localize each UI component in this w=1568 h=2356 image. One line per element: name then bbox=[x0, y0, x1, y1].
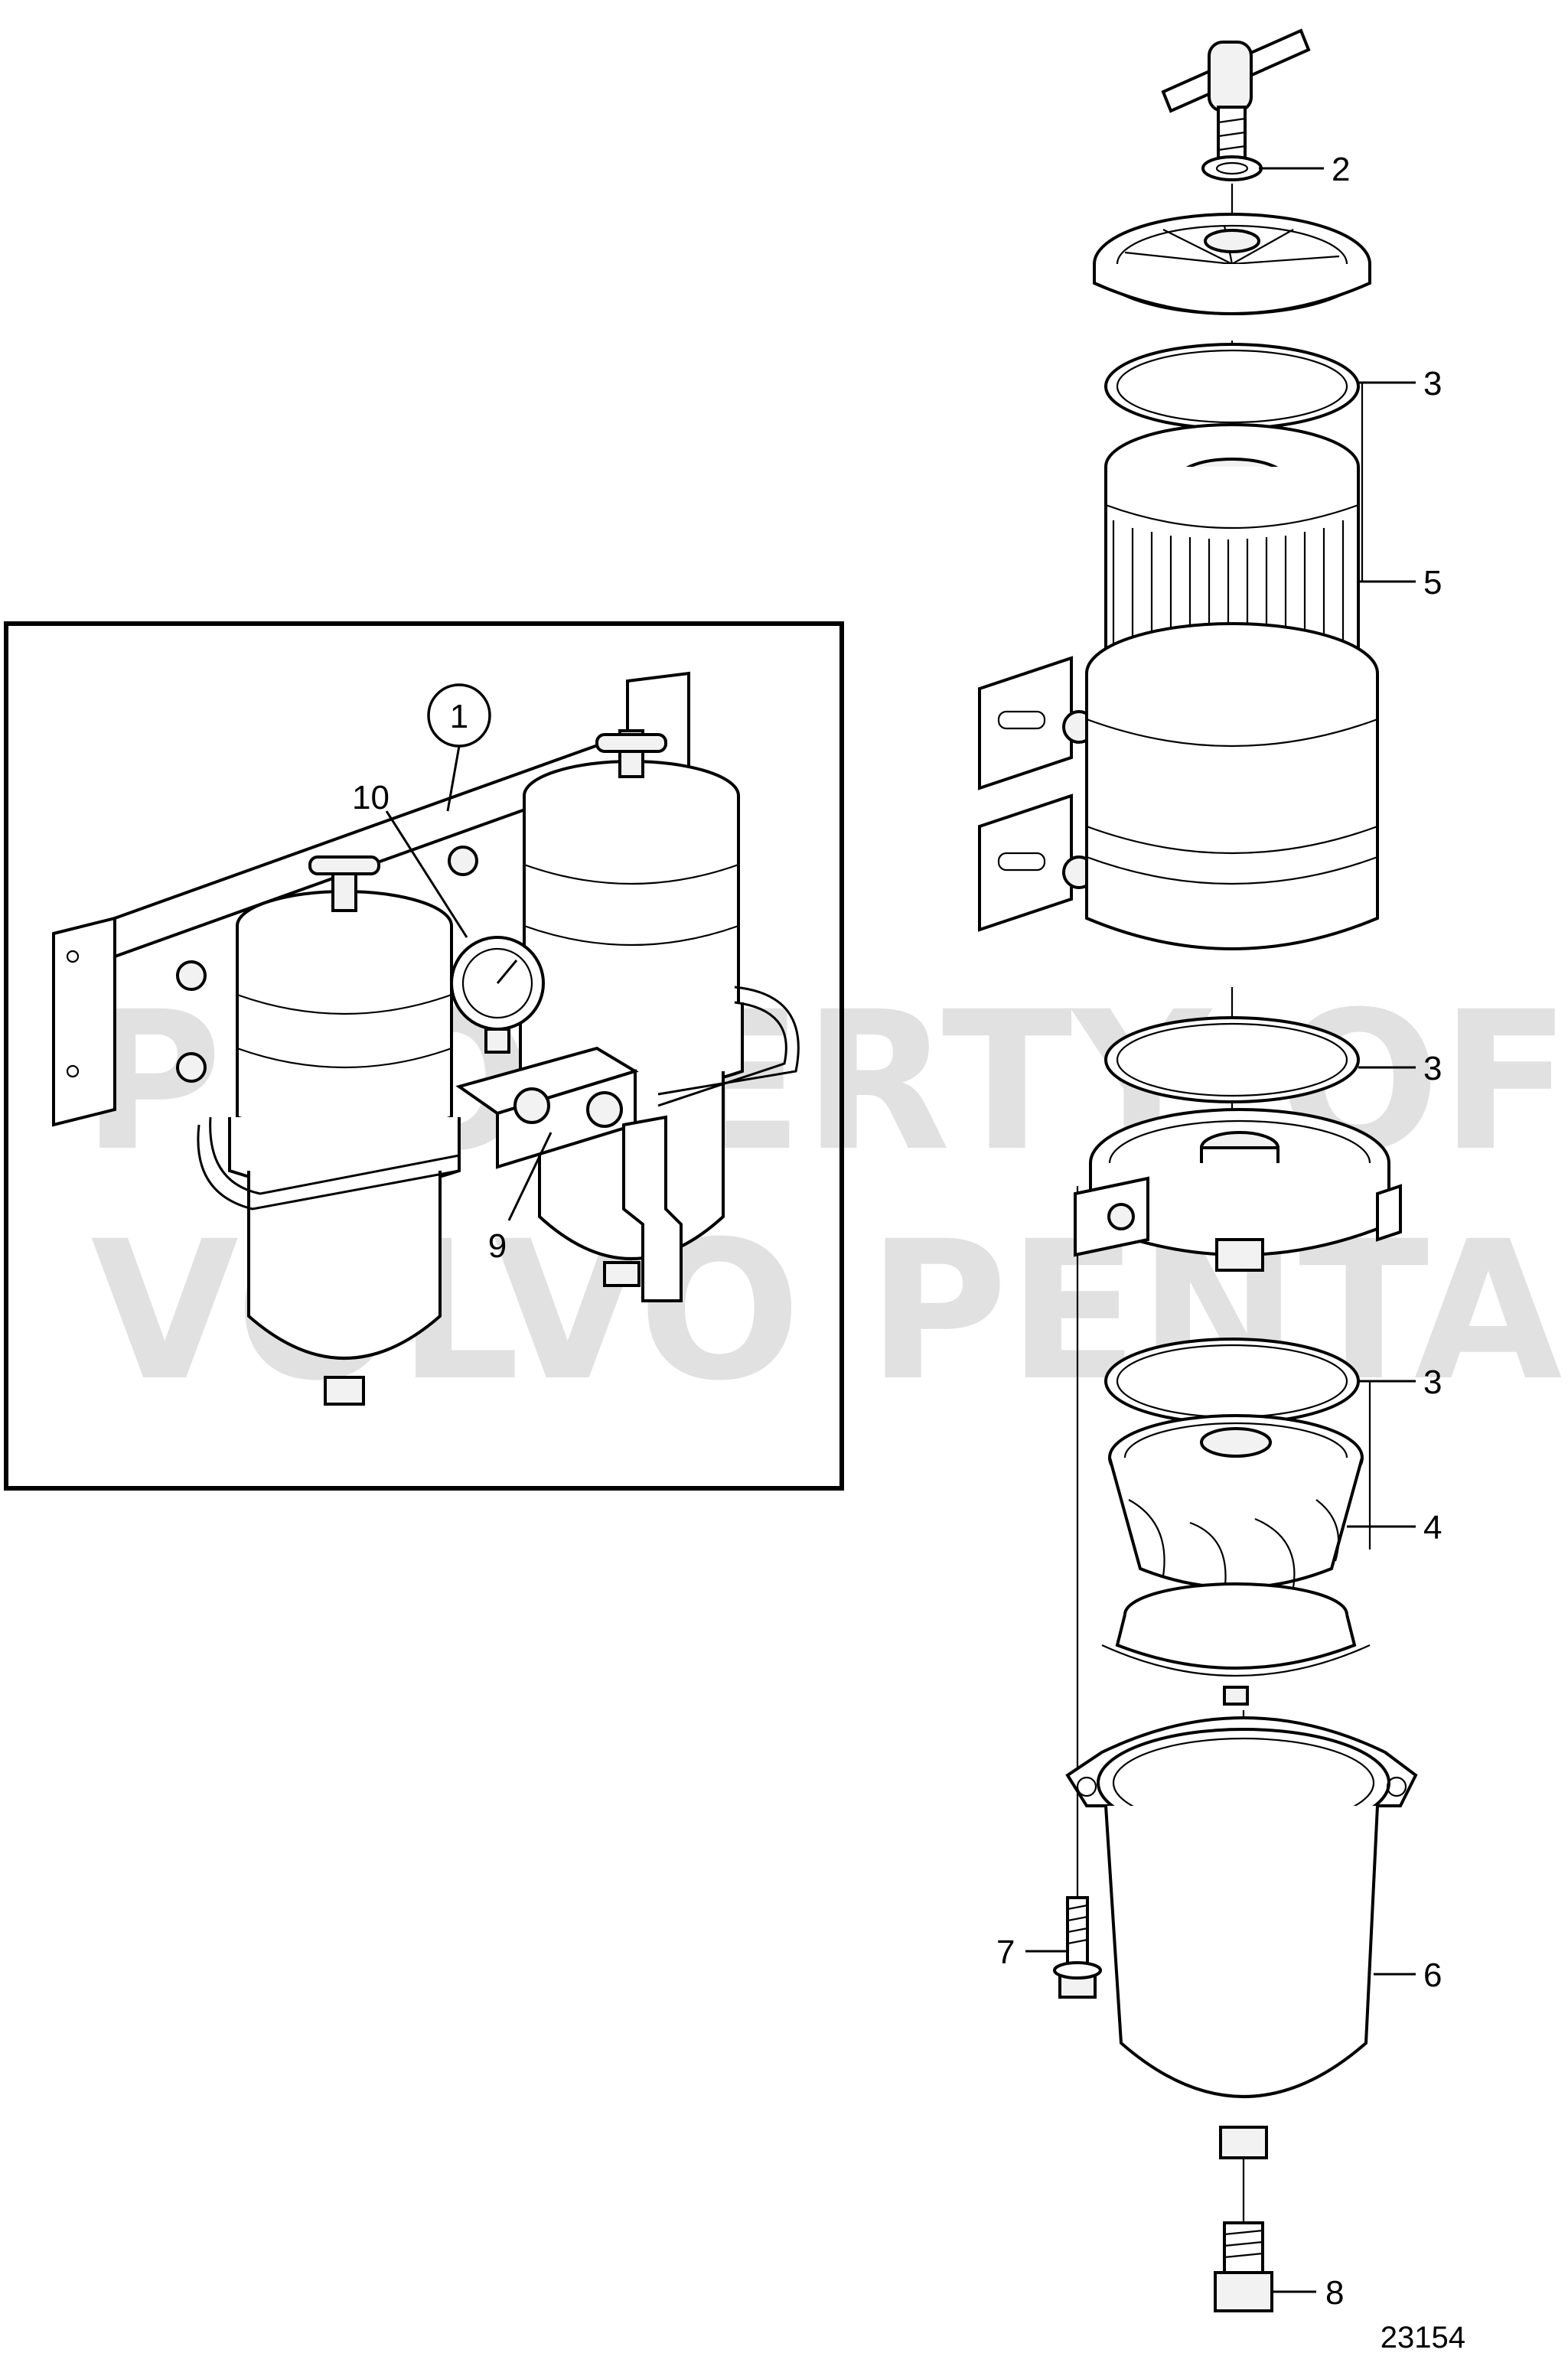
exploded-filter-stack: 2 3 5 3 3 4 6 7 8 bbox=[978, 28, 1442, 2312]
callout-9: 9 bbox=[488, 1227, 507, 1265]
callout-8: 8 bbox=[1325, 2274, 1344, 2312]
turbine-deflector bbox=[1101, 1414, 1371, 1706]
callout-3-upper: 3 bbox=[1423, 365, 1442, 402]
callout-4: 4 bbox=[1423, 1509, 1442, 1546]
inset-filter-left bbox=[228, 855, 461, 1406]
o-ring-lower bbox=[1104, 1338, 1360, 1425]
filter-bowl bbox=[1065, 1716, 1418, 2159]
callout-1: 1 bbox=[450, 698, 468, 735]
bowl-bolt bbox=[1053, 1896, 1102, 1999]
inset-bracket-hole bbox=[66, 1064, 80, 1078]
seal-washer bbox=[1201, 155, 1263, 181]
o-ring-middle bbox=[1104, 1016, 1360, 1103]
filter-head bbox=[1074, 1108, 1402, 1272]
inset-assembly: 1 10 9 bbox=[4, 621, 844, 1491]
o-ring-upper bbox=[1104, 343, 1360, 430]
filter-housing bbox=[978, 622, 1379, 950]
callout-10: 10 bbox=[352, 779, 390, 816]
inset-pressure-gauge bbox=[450, 936, 545, 1054]
leader-10 bbox=[385, 810, 468, 938]
callout-3-middle: 3 bbox=[1423, 1050, 1442, 1087]
callout-2: 2 bbox=[1332, 151, 1350, 188]
inset-bracket-hole bbox=[66, 950, 80, 963]
callout-1-circle bbox=[427, 683, 491, 748]
inset-frame bbox=[4, 621, 844, 1491]
drain-plug bbox=[1214, 2221, 1273, 2312]
t-handle-plug bbox=[1161, 28, 1311, 162]
figure-number: 23154 bbox=[1381, 2321, 1465, 2354]
inset-manifold bbox=[197, 986, 800, 1302]
callout-6: 6 bbox=[1423, 1957, 1442, 1994]
callout-leaders bbox=[1025, 167, 1416, 2293]
callout-7: 7 bbox=[996, 1934, 1015, 1971]
filter-cover bbox=[1093, 213, 1371, 315]
leader-1 bbox=[446, 745, 461, 812]
inset-bracket-left-flange bbox=[52, 916, 116, 1127]
callout-5: 5 bbox=[1423, 564, 1442, 601]
leader-9 bbox=[507, 1132, 553, 1221]
callout-3-lower: 3 bbox=[1423, 1364, 1442, 1401]
